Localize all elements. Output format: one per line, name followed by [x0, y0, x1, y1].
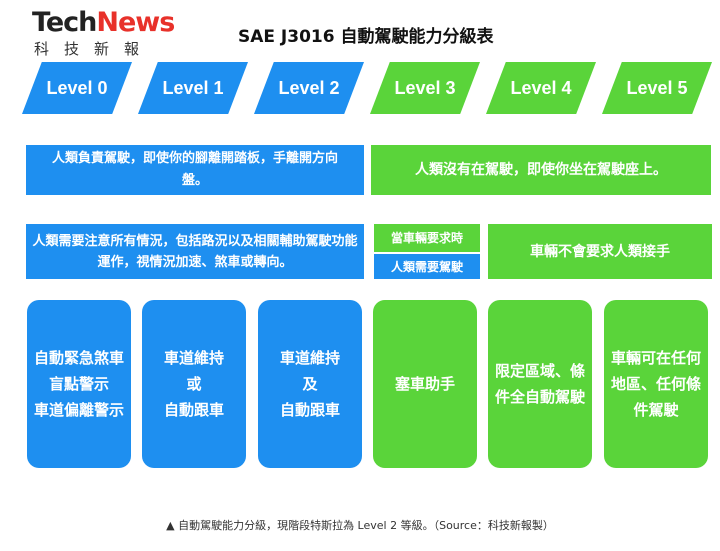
system-drives-text: 人類沒有在駕駛，即使你坐在駕駛座上。 [415, 162, 667, 178]
page-title: SAE J3016 自動駕駛能力分級表 [238, 27, 494, 47]
level3-request-box: 當車輛要求時 [374, 224, 480, 252]
feature-text-level-0: 自動緊急煞車 盲點警示 車道偏離警示 [33, 349, 124, 419]
human-monitor-text: 人類需要注意所有情況，包括路況以及相關輔助駕駛功能運作，視情況加速、煞車或轉向。 [32, 233, 358, 270]
logo-subtitle: 科技新報 [34, 40, 155, 58]
feature-card-level-2: 車道維持 及 自動跟車 [258, 300, 362, 468]
feature-text-level-2: 車道維持 及 自動跟車 [279, 349, 340, 419]
feature-card-level-3: 塞車助手 [373, 300, 477, 468]
feature-text-level-5: 車輛可在任何地區、任何條件駕駛 [610, 349, 701, 419]
feature-card-level-0: 自動緊急煞車 盲點警示 車道偏離警示 [27, 300, 131, 468]
level-0-badge: Level 0 [22, 62, 132, 114]
logo-wordmark: TechNews [32, 7, 175, 38]
level-1-badge: Level 1 [138, 62, 248, 114]
image-caption: ▲ 自動駕駛能力分級，現階段特斯拉為 Level 2 等級。（Source：科技… [166, 519, 554, 532]
no-takeover-text: 車輛不會要求人類接手 [530, 243, 670, 260]
level-4-badge: Level 4 [486, 62, 596, 114]
level3-human-text: 人類需要駕駛 [390, 259, 463, 274]
human-drives-box: 人類負責駕駛，即使你的腳離開踏板，手離開方向盤。 [26, 145, 364, 195]
feature-card-level-1: 車道維持 或 自動跟車 [142, 300, 246, 468]
human-drives-text: 人類負責駕駛，即使你的腳離開踏板，手離開方向盤。 [52, 151, 339, 188]
feature-text-level-4: 限定區域、條件全自動駕駛 [494, 362, 585, 406]
level-5-badge: Level 5 [602, 62, 712, 114]
feature-text-level-1: 車道維持 或 自動跟車 [163, 349, 224, 419]
feature-text-level-3: 塞車助手 [394, 375, 455, 393]
technews-logo: TechNews 科技新報 [32, 7, 175, 59]
human-monitor-box: 人類需要注意所有情況，包括路況以及相關輔助駕駛功能運作，視情況加速、煞車或轉向。 [26, 224, 364, 279]
level3-human-box: 人類需要駕駛 [374, 254, 480, 279]
logo-tech-text: Tech [32, 7, 97, 38]
level-3-badge: Level 3 [370, 62, 480, 114]
logo-news-text: News [96, 7, 175, 38]
no-takeover-box: 車輛不會要求人類接手 [488, 224, 712, 279]
level3-request-text: 當車輛要求時 [390, 231, 463, 245]
level-2-badge: Level 2 [254, 62, 364, 114]
feature-card-level-5: 車輛可在任何地區、任何條件駕駛 [604, 300, 708, 468]
system-drives-box: 人類沒有在駕駛，即使你坐在駕駛座上。 [371, 145, 711, 195]
feature-card-level-4: 限定區域、條件全自動駕駛 [488, 300, 592, 468]
